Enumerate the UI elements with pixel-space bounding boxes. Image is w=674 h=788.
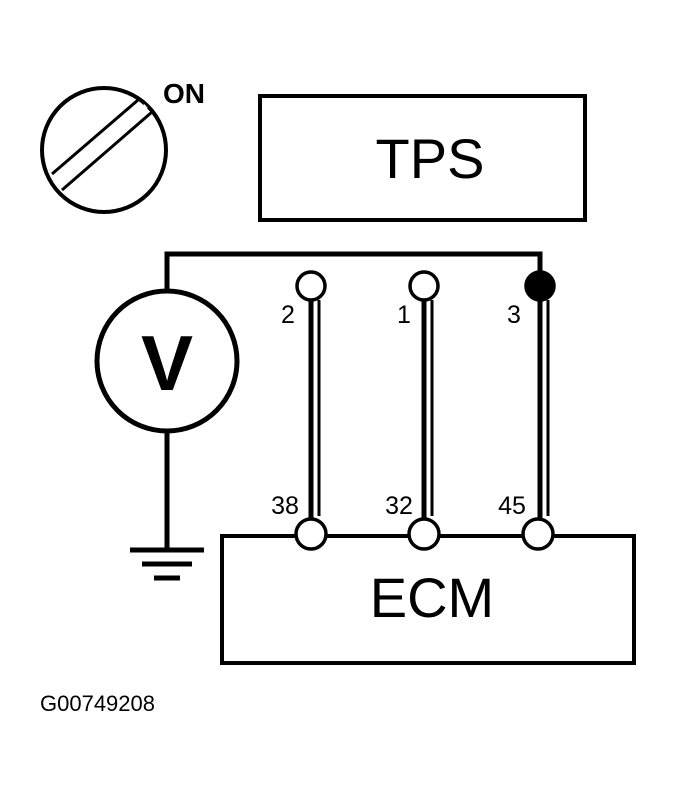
ecm-terminal-32 xyxy=(407,517,441,551)
ecm-pin-label-38: 38 xyxy=(271,492,299,520)
figure-id: G00749208 xyxy=(40,691,155,716)
ecm-terminal-45 xyxy=(521,517,555,551)
voltmeter-positive-lead xyxy=(164,251,543,294)
voltmeter-label: V xyxy=(141,319,193,407)
tps-box xyxy=(258,94,587,222)
tps-terminal-1 xyxy=(408,270,440,302)
tps-label: TPS xyxy=(376,127,485,190)
tps-pin-label-1: 1 xyxy=(397,301,411,329)
ecm-label: ECM xyxy=(370,566,494,629)
tps-terminal-3-probed xyxy=(524,270,556,302)
ground-icon xyxy=(130,547,204,581)
switch-on-label: ON xyxy=(163,78,205,109)
ecm-pin-label-32: 32 xyxy=(385,492,413,520)
ecm-pin-label-45: 45 xyxy=(498,492,526,520)
tps-pin-label-2: 2 xyxy=(281,301,295,329)
tps-terminal-2 xyxy=(295,270,327,302)
ignition-switch xyxy=(40,86,168,214)
ecm-terminal-38 xyxy=(294,517,328,551)
ecm-box xyxy=(220,534,636,665)
tps-pin-label-3: 3 xyxy=(507,301,521,329)
